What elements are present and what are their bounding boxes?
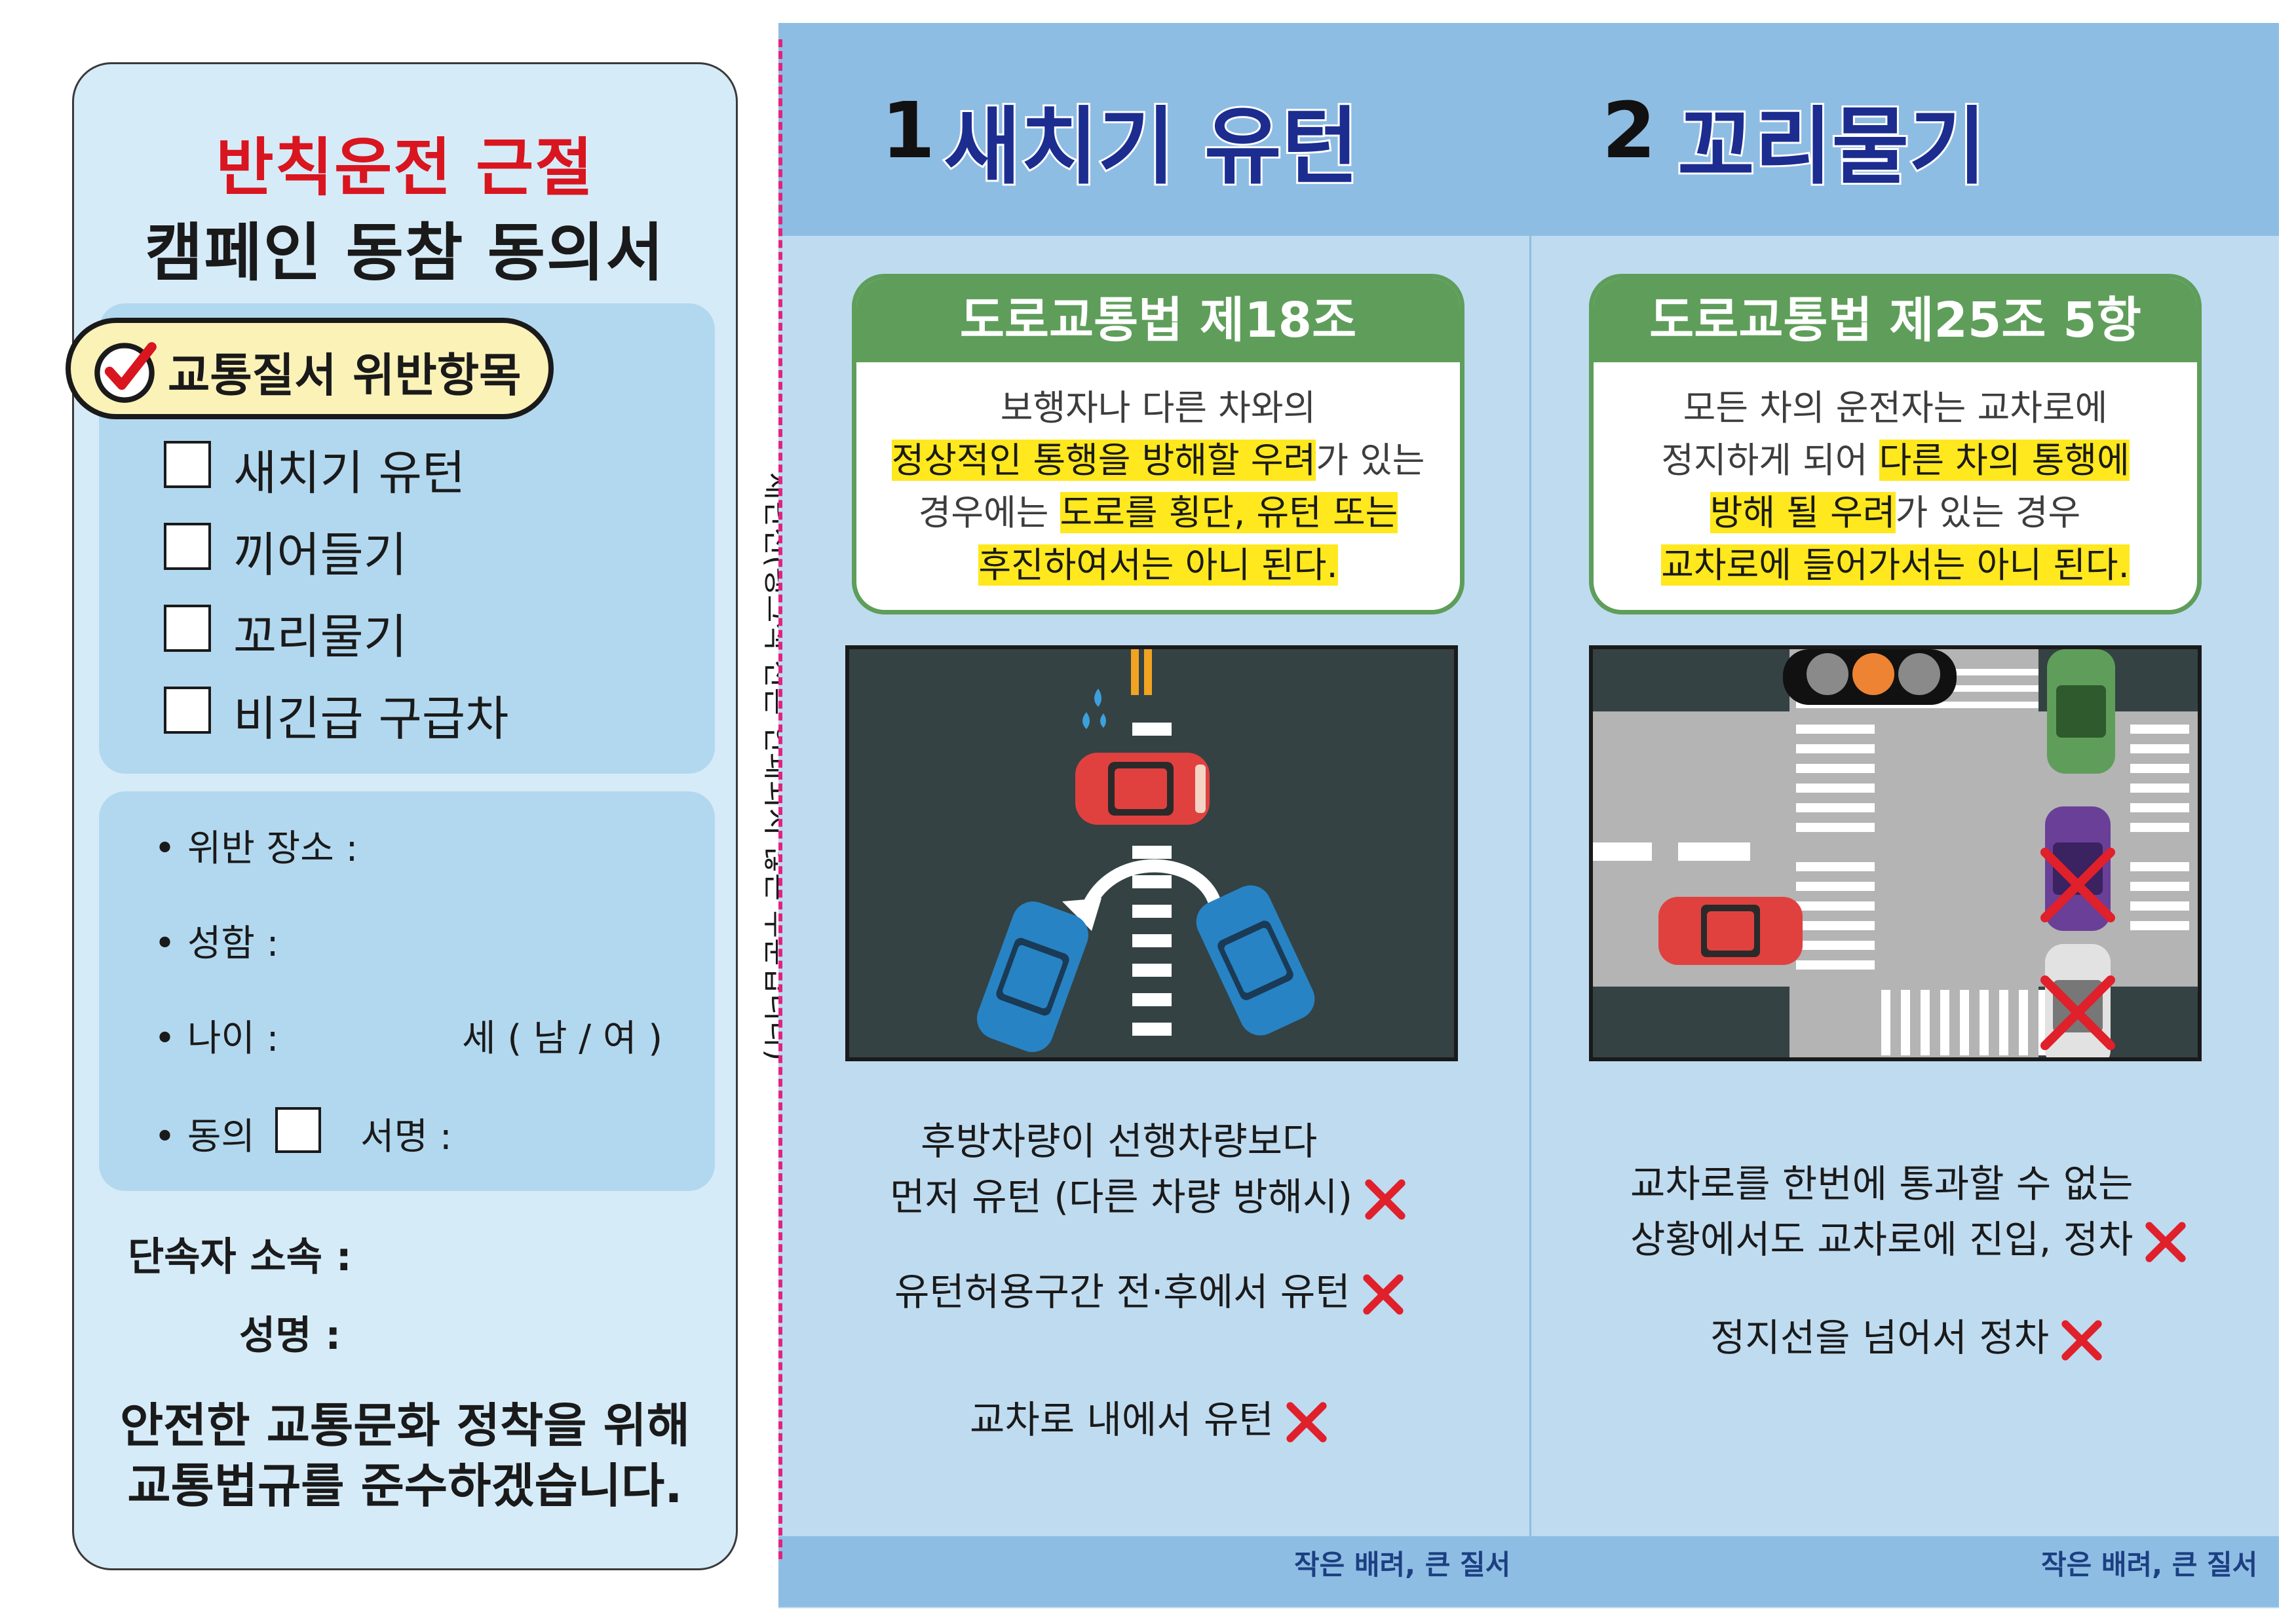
panel1-rule2: 유턴허용구간 전·후에서 유턴 <box>894 1268 1406 1317</box>
info-section <box>99 791 715 1191</box>
panel1-law-text: 보행자나 다른 차와의 정상적인 통행을 방해할 우려가 있는 경우에는 도로를… <box>856 382 1460 592</box>
panel1-rule3: 교차로 내에서 유턴 <box>970 1395 1329 1445</box>
traffic-light-icon <box>1783 649 1957 705</box>
x-mark-icon <box>1363 1274 1404 1315</box>
violation-item-label: 비긴급 구급차 <box>233 691 509 746</box>
violation-item-label: 새치기 유턴 <box>233 445 466 500</box>
law-line: 보행자나 다른 차와의 <box>1000 387 1316 428</box>
field-agree-label: • 동의 <box>154 1116 255 1158</box>
x-mark-icon <box>1286 1402 1327 1443</box>
violation-item-label: 끼어들기 <box>233 527 407 582</box>
law-line: 방해 될 우려가 있는 경우 <box>1594 487 2197 539</box>
panel1-rule1-line1: 후방차량이 선행차량보다 <box>921 1119 1318 1163</box>
panel1-number: 1 <box>881 85 936 176</box>
field-name-label: • 성함 : <box>154 922 279 965</box>
panel2-rule1-line1: 교차로를 한번에 통과할 수 없는 <box>1630 1161 2133 1206</box>
car-icon <box>977 901 1088 1052</box>
law-line: 교차로에 들어가서는 아니 된다. <box>1594 539 2197 592</box>
x-mark-icon <box>1365 1179 1406 1220</box>
law-line: 모든 차의 운전자는 교차로에 <box>1683 387 2108 428</box>
panel2-rule1-line2: 상황에서도 교차로에 진입, 정차 <box>1630 1215 2188 1264</box>
field-age-label: • 나이 : <box>154 1017 279 1060</box>
law-highlight: 후진하여서는 아니 된다. <box>978 544 1338 586</box>
panel-divider <box>1529 23 1531 1607</box>
closing-line2: 교통법규를 준수하겠습니다. <box>127 1458 683 1513</box>
car-icon <box>1658 897 1803 965</box>
intersection-scene <box>1593 649 2198 1057</box>
law-line: 정지하게 되어 다른 차의 통행에 <box>1594 434 2197 487</box>
panel2-illustration <box>1589 645 2202 1061</box>
checkbox[interactable] <box>164 523 211 570</box>
panel2-number: 2 <box>1602 85 1656 176</box>
panels-header-band <box>778 23 2279 236</box>
panel1-law-title: 도로교통법 제18조 <box>856 278 1460 362</box>
panel1-rule1-line2: 먼저 유턴 (다른 차량 방해시) <box>890 1173 1407 1222</box>
panel1-title: 새치기 유턴 <box>942 96 1360 198</box>
law-highlight: 방해 될 우려 <box>1710 492 1896 533</box>
panels-footer-band <box>778 1536 2279 1607</box>
panel2-title: 꼬리물기 <box>1675 96 1988 198</box>
car-icon <box>2047 649 2115 774</box>
form-title-line1: 반칙운전 근절 <box>216 131 594 204</box>
rule-text: 유턴허용구간 전·후에서 유턴 <box>894 1270 1350 1314</box>
violation-header-label: 교통질서 위반항목 <box>168 349 522 402</box>
panel2-law-title: 도로교통법 제25조 5항 <box>1594 278 2197 362</box>
x-mark-icon <box>2145 1222 2187 1262</box>
field-location-label: • 위반 장소 : <box>154 827 358 870</box>
car-icon <box>1075 753 1210 825</box>
x-mark-icon <box>2040 848 2115 922</box>
car-icon <box>1196 885 1315 1036</box>
agree-checkbox[interactable] <box>275 1107 321 1153</box>
violation-item-label: 꼬리물기 <box>233 609 407 664</box>
rule-text: 교차로 내에서 유턴 <box>970 1397 1274 1442</box>
panel2-law-text: 모든 차의 운전자는 교차로에 정지하게 되어 다른 차의 통행에 방해 될 우… <box>1594 382 2197 592</box>
panel2-law-box: 도로교통법 제25조 5항 모든 차의 운전자는 교차로에 정지하게 되어 다른… <box>1589 274 2202 614</box>
law-text: 가 있는 <box>1316 440 1425 481</box>
law-line: 후진하여서는 아니 된다. <box>856 539 1460 592</box>
panel2-footer-slogan: 작은 배려, 큰 질서 <box>2041 1549 2258 1581</box>
uturn-scene <box>977 649 1315 1052</box>
checkbox[interactable] <box>164 605 211 652</box>
cut-line <box>778 39 782 1559</box>
law-highlight: 다른 차의 통행에 <box>1879 440 2130 481</box>
rule-text: 먼저 유턴 (다른 차량 방해시) <box>890 1175 1352 1219</box>
panel1-law-box: 도로교통법 제18조 보행자나 다른 차와의 정상적인 통행을 방해할 우려가 … <box>852 274 1464 614</box>
rule-text: 상황에서도 교차로에 진입, 정차 <box>1630 1217 2133 1262</box>
consent-card: 반칙운전 근절 캠페인 동참 동의서 <box>72 62 738 1570</box>
law-line: 경우에는 도로를 횡단, 유턴 또는 <box>856 487 1460 539</box>
law-highlight: 정상적인 통행을 방해할 우려 <box>891 440 1316 481</box>
law-line: 정상적인 통행을 방해할 우려가 있는 <box>856 434 1460 487</box>
field-signature-label: 서명 : <box>360 1116 452 1158</box>
rule-text: 정지선을 넘어서 정차 <box>1710 1315 2050 1360</box>
checkbox[interactable] <box>164 441 211 488</box>
panel1-illustration <box>845 645 1458 1061</box>
field-age-gender: 세 ( 남 / 여 ) <box>462 1017 663 1060</box>
officer-name-label: 성명 : <box>239 1313 341 1359</box>
law-highlight: 교차로에 들어가서는 아니 된다. <box>1661 544 2130 586</box>
law-text: 정지하게 되어 <box>1661 440 1879 481</box>
closing-line1: 안전한 교통문화 정착을 위해 <box>119 1398 691 1453</box>
x-mark-icon <box>2040 975 2115 1050</box>
officer-affiliation-label: 단속자 소속 : <box>128 1234 352 1280</box>
law-highlight: 도로를 횡단, 유턴 또는 <box>1060 492 1398 533</box>
violation-header-pill: 교통질서 위반항목 <box>66 318 554 419</box>
check-icon <box>94 342 157 403</box>
law-text: 가 있는 경우 <box>1895 492 2081 533</box>
checkbox[interactable] <box>164 687 211 734</box>
law-text: 경우에는 <box>918 492 1060 533</box>
closing-pledge: 안전한 교통문화 정착을 위해 교통법규를 준수하겠습니다. <box>72 1395 738 1516</box>
panel2-rule2: 정지선을 넘어서 정차 <box>1710 1313 2104 1363</box>
form-title-line2: 캠페인 동참 동의서 <box>145 216 665 290</box>
x-mark-icon <box>2061 1320 2102 1361</box>
panel1-footer-slogan: 작은 배려, 큰 질서 <box>1294 1549 1511 1581</box>
